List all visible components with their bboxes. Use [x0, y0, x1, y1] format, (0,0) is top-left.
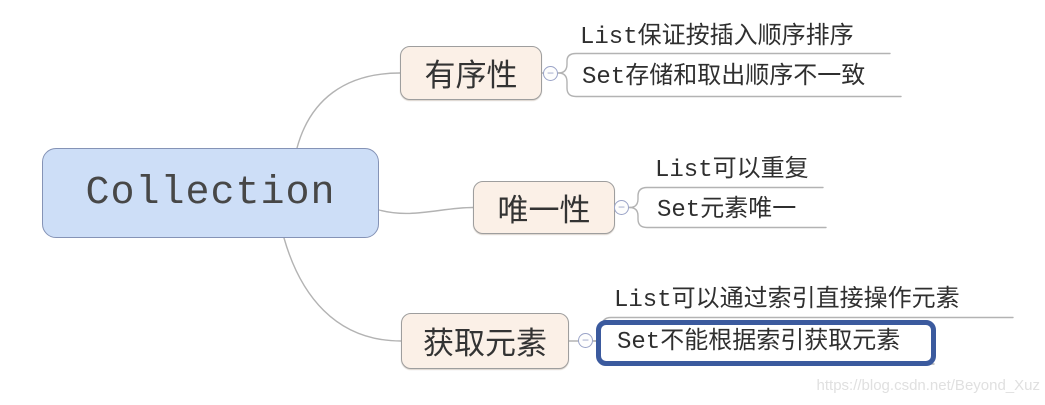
minus-icon: − [617, 200, 625, 214]
branch-topic-unique[interactable]: 唯一性 [473, 181, 615, 234]
connector-branch1-leaf2-underline [557, 72, 902, 98]
connector-branch2-leaf1-underline [628, 186, 824, 209]
minus-icon: − [581, 333, 589, 347]
collapse-button-ordered[interactable]: − [543, 66, 558, 81]
leaf-topic-list-repeatable[interactable]: List可以重复 [655, 157, 809, 184]
connector-root-to-branch1 [296, 72, 401, 149]
connector-branch2-leaf2-underline [628, 206, 827, 229]
collapse-button-get-elements[interactable]: − [578, 333, 593, 348]
minus-icon: − [546, 66, 554, 80]
connector-root-to-branch2 [378, 206, 474, 215]
watermark: https://blog.csdn.net/Beyond_Xuz [816, 377, 1040, 394]
connector-branch1-leaf1-underline [557, 52, 891, 74]
leaf-topic-set-no-index-selected[interactable]: Set不能根据索引获取元素 [596, 320, 936, 366]
branch-topic-ordered[interactable]: 有序性 [400, 46, 542, 100]
connector-root-to-branch3 [283, 237, 402, 342]
branch-topic-get-elements[interactable]: 获取元素 [401, 313, 569, 369]
leaf-topic-list-index-access[interactable]: List可以通过索引直接操作元素 [614, 287, 960, 314]
root-topic-collection[interactable]: Collection [42, 148, 379, 238]
leaf-topic-set-order-inconsistent[interactable]: Set存储和取出顺序不一致 [582, 64, 866, 91]
collapse-button-unique[interactable]: − [614, 200, 629, 215]
leaf-topic-set-unique[interactable]: Set元素唯一 [657, 197, 797, 224]
leaf-topic-list-insert-order[interactable]: List保证按插入顺序排序 [580, 24, 854, 51]
